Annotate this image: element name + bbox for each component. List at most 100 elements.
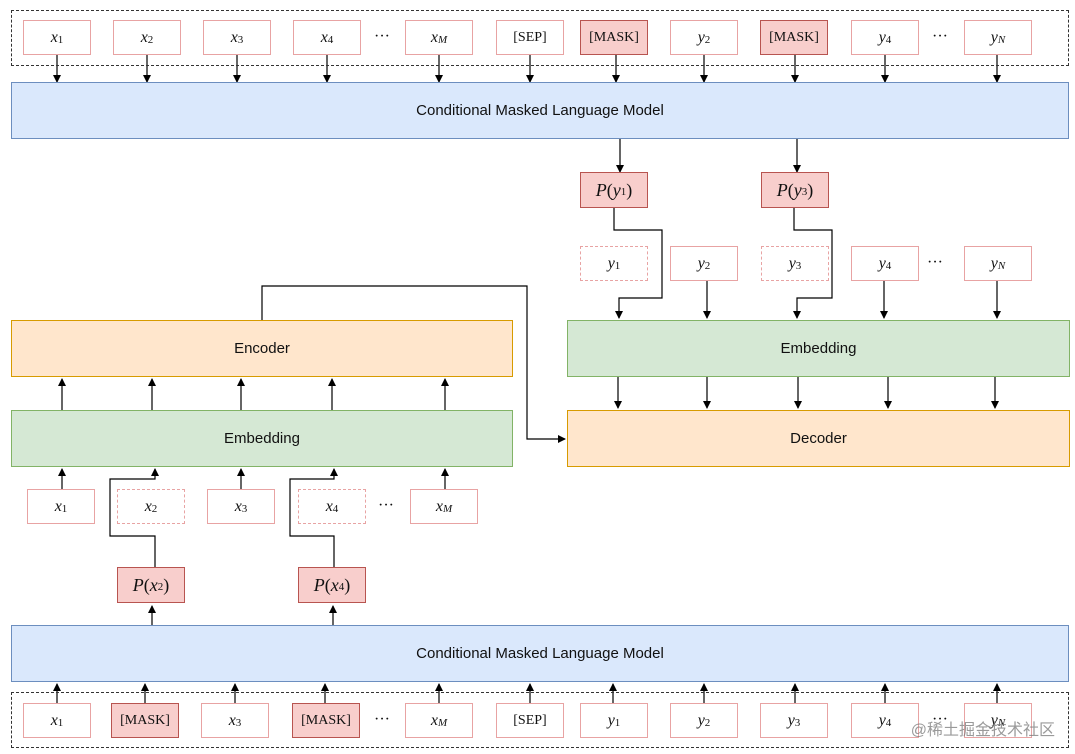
token-symbol: y [787, 711, 795, 729]
prob-var: y [612, 179, 621, 200]
token-subscript: N [997, 33, 1006, 46]
token-sep: [SEP] [496, 20, 564, 55]
prob-paren: ( [787, 179, 794, 200]
token-subscript: 1 [614, 259, 621, 272]
token-subscript: 1 [57, 716, 64, 729]
token-subscript: 4 [332, 502, 339, 515]
prob-symbol: P [776, 179, 788, 200]
ellipsis: ··· [927, 254, 943, 271]
prob-symbol: P [595, 179, 607, 200]
token-symbol: x [50, 28, 58, 46]
arrow [613, 208, 663, 319]
token-subscript: 2 [151, 502, 158, 515]
token-symbol: y [607, 711, 615, 729]
token-subscript: 2 [704, 33, 711, 46]
token-subscript: N [997, 259, 1006, 272]
token-subscript: 4 [327, 33, 334, 46]
encoder-block: Encoder [11, 320, 513, 377]
token-mask: [MASK] [760, 20, 828, 55]
prob-paren: ( [324, 574, 331, 595]
ellipsis: ··· [374, 711, 390, 728]
cmlm-top-layer: Conditional Masked Language Model [11, 82, 1069, 139]
ellipsis: ··· [932, 711, 948, 728]
token-symbol: y [697, 254, 705, 272]
token-symbol: y [697, 711, 705, 729]
ellipsis: ··· [374, 28, 390, 45]
prob-paren: ) [807, 179, 814, 200]
token-subscript: 3 [235, 716, 242, 729]
token-subscript: 2 [704, 259, 711, 272]
token-subscript: M [442, 502, 453, 515]
token-symbol: y [990, 711, 998, 729]
token-symbol: y [878, 28, 886, 46]
ellipsis: ··· [378, 497, 394, 514]
token-sep: [SEP] [496, 703, 564, 738]
token-symbol: x [54, 497, 62, 515]
token-subscript: 2 [147, 33, 154, 46]
token-symbol: y [607, 254, 615, 272]
prob-paren: ( [143, 574, 150, 595]
watermark: @稀土掘金技术社区 [910, 722, 1055, 739]
prob-var: x [330, 574, 339, 595]
token-symbol: x [430, 711, 438, 729]
token-symbol: x [430, 28, 438, 46]
prob-paren: ) [163, 574, 170, 595]
embedding-left-block: Embedding [11, 410, 513, 467]
prob-paren: ( [606, 179, 613, 200]
token-subscript: 4 [885, 716, 892, 729]
arrow [289, 468, 338, 567]
prob-symbol: P [313, 574, 325, 595]
token-subscript: M [437, 33, 448, 46]
token-subscript: 3 [241, 502, 248, 515]
arrow [793, 208, 833, 319]
token-symbol: y [990, 28, 998, 46]
prob-subscript: 3 [801, 186, 808, 198]
token-symbol: x [320, 28, 328, 46]
embedding-right-block: Embedding [567, 320, 1070, 377]
token-subscript: 1 [57, 33, 64, 46]
cmlm-bottom-layer: Conditional Masked Language Model [11, 625, 1069, 682]
prob-var: y [793, 179, 802, 200]
token-symbol: x [144, 497, 152, 515]
prob-paren: ) [626, 179, 633, 200]
token-symbol: y [878, 711, 886, 729]
token-symbol: y [990, 254, 998, 272]
token-subscript: 4 [885, 259, 892, 272]
token-symbol: y [788, 254, 796, 272]
arrow [261, 285, 566, 443]
token-subscript: 1 [614, 716, 621, 729]
token-mask: [MASK] [292, 703, 360, 738]
prob-subscript: 1 [620, 186, 627, 198]
token-subscript: M [437, 716, 448, 729]
top-input-row [11, 10, 1069, 66]
prob-var: x [149, 574, 158, 595]
token-symbol: x [140, 28, 148, 46]
token-mask: [MASK] [111, 703, 179, 738]
token-subscript: 1 [61, 502, 68, 515]
